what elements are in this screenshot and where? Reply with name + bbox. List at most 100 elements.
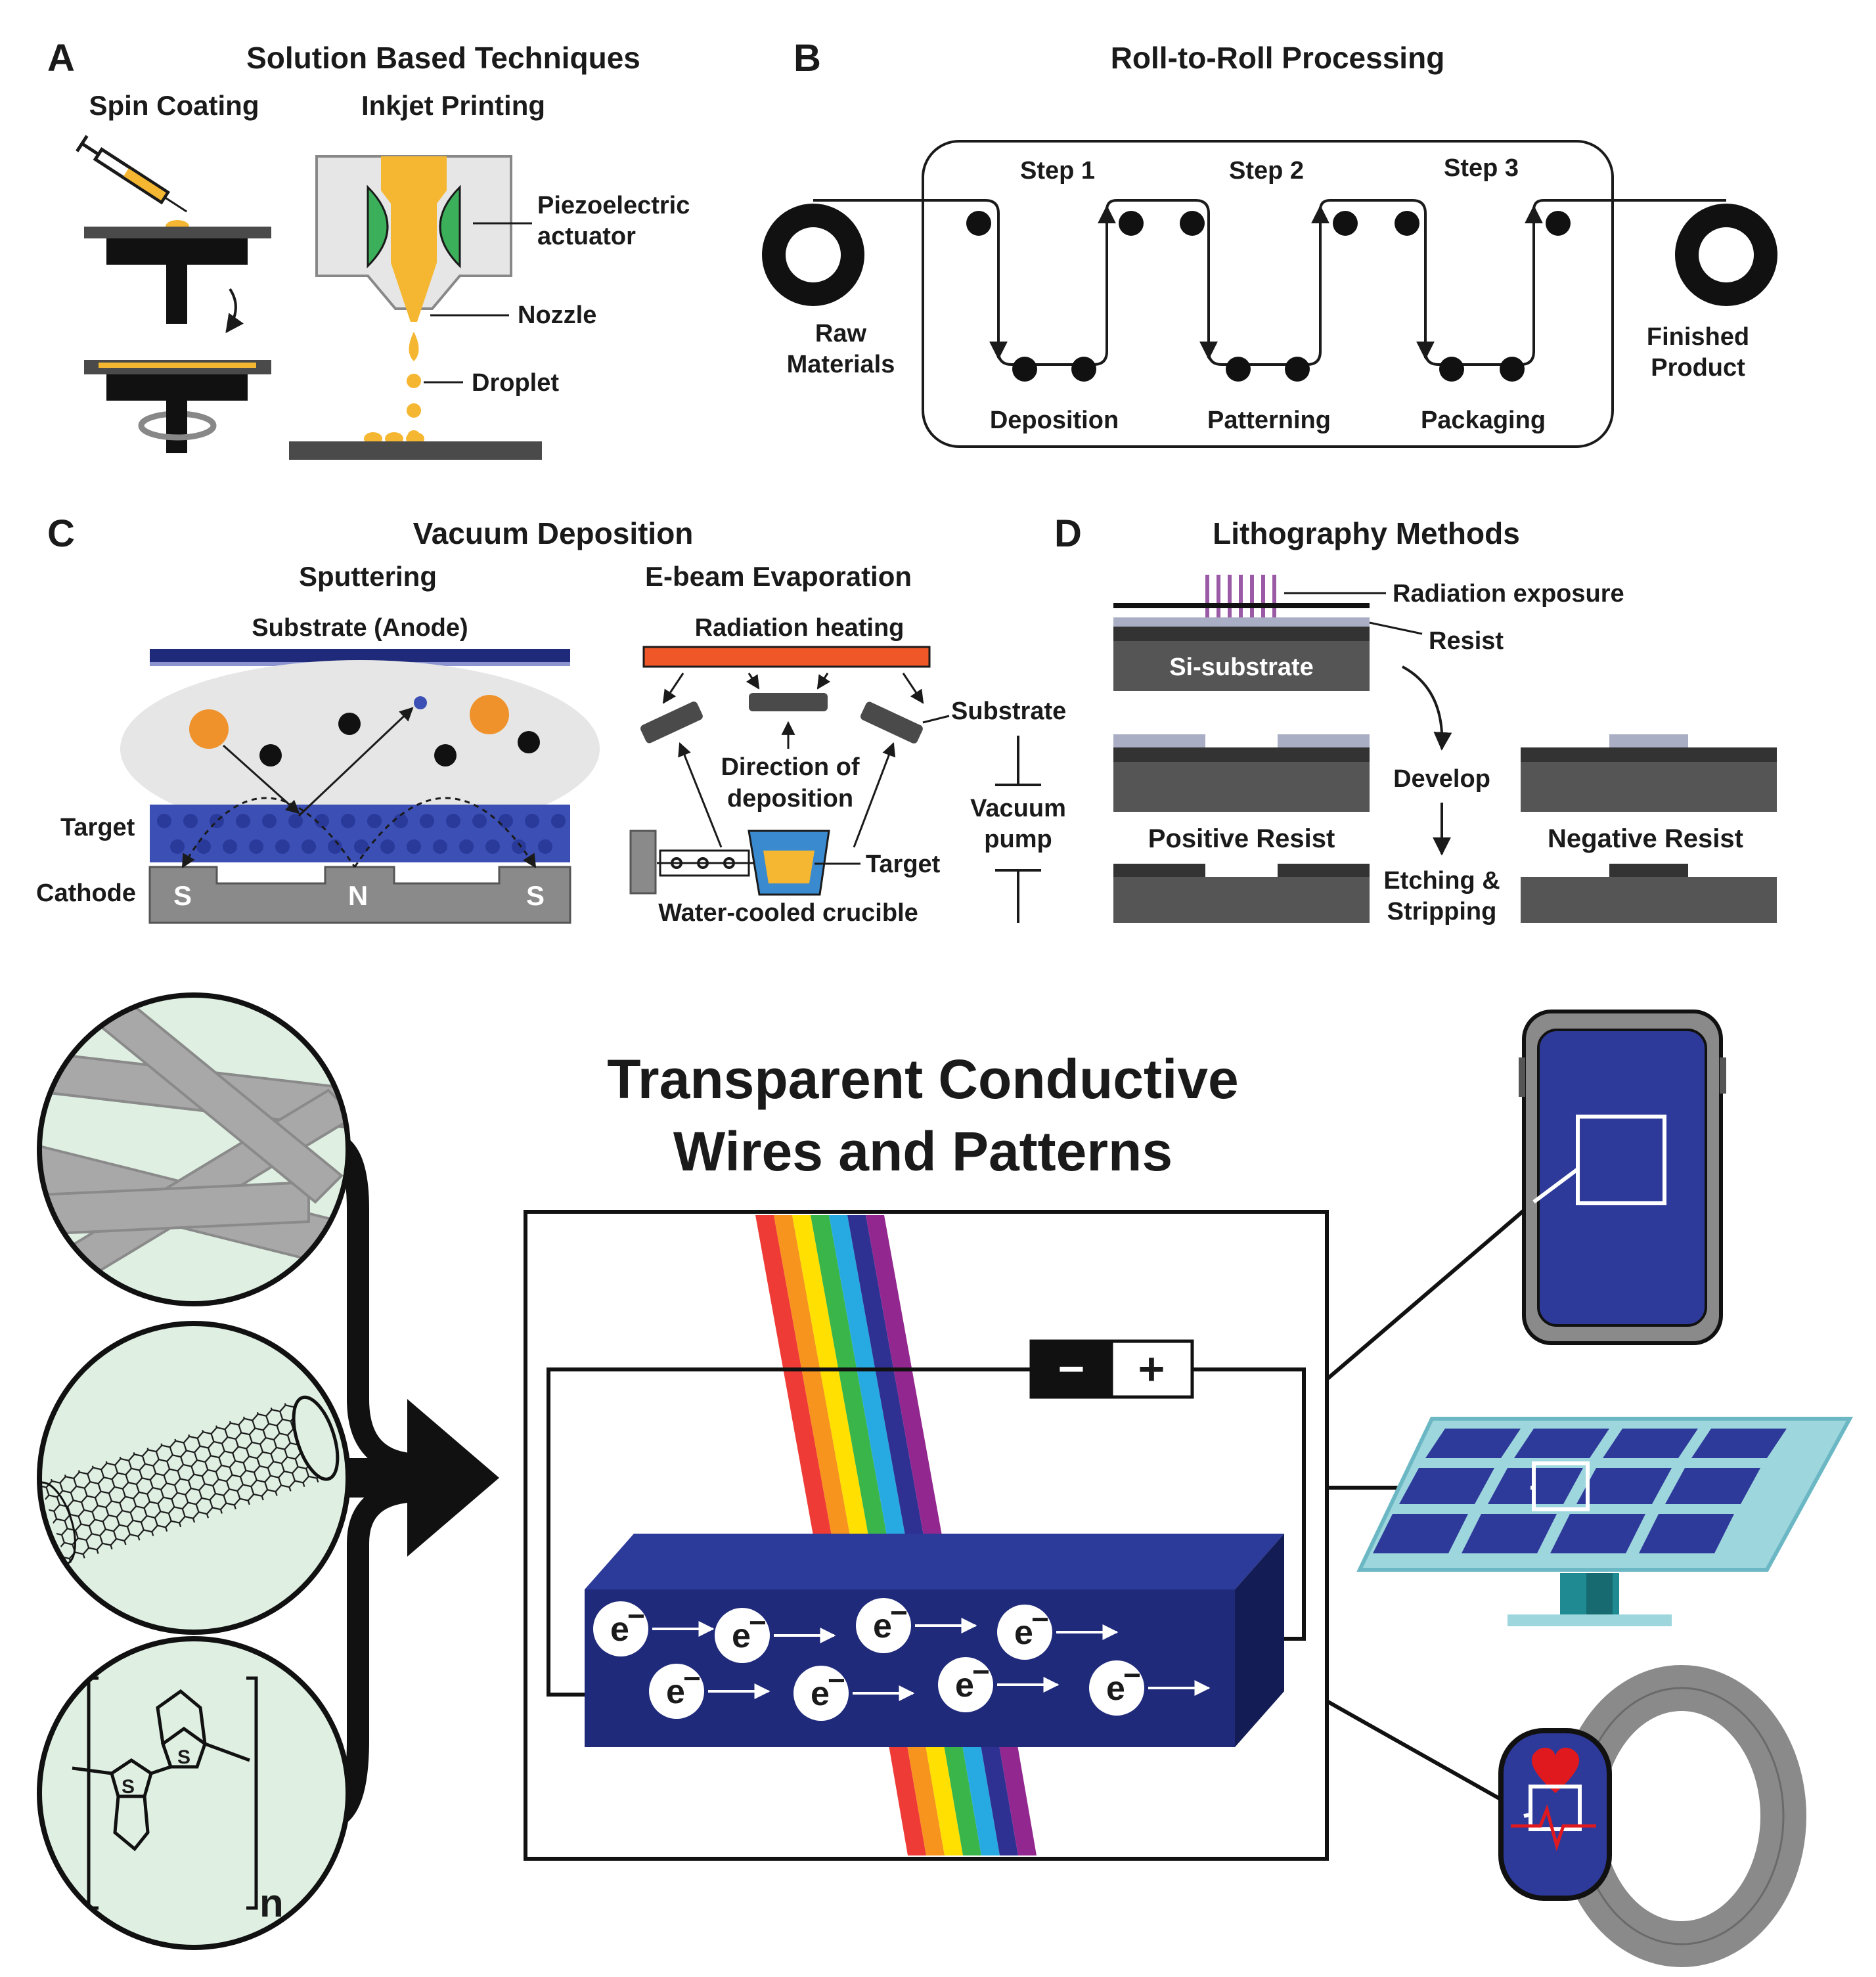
- vacuum-label-1: Vacuum: [970, 795, 1066, 822]
- si-substrate-block: [1113, 641, 1370, 691]
- target-label-2: Target: [866, 851, 941, 878]
- finished-label-2: Product: [1651, 354, 1745, 382]
- heartbeat-line: [1511, 1804, 1596, 1852]
- electron-charge: −: [972, 1655, 990, 1689]
- battery-plus: [1109, 1339, 1194, 1399]
- deposition-label: Deposition: [990, 407, 1119, 434]
- resist-label: Resist: [1429, 627, 1504, 655]
- direction-label-1: Direction of: [721, 753, 859, 781]
- web-path: [813, 199, 1726, 366]
- etching-label-1: Etching &: [1383, 867, 1500, 895]
- cathode-label: Cathode: [36, 879, 136, 907]
- raw-label-1: Raw: [815, 320, 867, 347]
- vacuum-pump-icon: [995, 736, 1041, 923]
- spin-arrow-icon: [225, 288, 244, 334]
- inkjet-printing-label: Inkjet Printing: [361, 90, 545, 121]
- process-frame: [922, 140, 1614, 448]
- electron-charge: −: [890, 1595, 908, 1630]
- step3-label: Step 3: [1444, 154, 1519, 182]
- panel-c-title: Vacuum Deposition: [413, 516, 694, 550]
- electron-label: e: [1106, 1670, 1125, 1708]
- electron-marker: e−: [649, 1661, 770, 1719]
- phone-icon: [1519, 1010, 1726, 1345]
- electron-charge: −: [1031, 1602, 1049, 1636]
- negative-etched: [1521, 864, 1777, 923]
- positive-etched: [1113, 864, 1370, 923]
- panel-d-letter: D: [1054, 512, 1082, 555]
- electron-label: e: [873, 1607, 892, 1645]
- pole-s-right: S: [526, 880, 545, 911]
- solar-cells: [1373, 1429, 1787, 1553]
- develop-label: Develop: [1393, 765, 1490, 793]
- target-atoms: [157, 814, 566, 854]
- positive-resist-label: Positive Resist: [1148, 824, 1335, 853]
- electron-circle: [793, 1666, 849, 1721]
- vacuum-label-2: pump: [984, 826, 1052, 853]
- nozzle-label: Nozzle: [518, 301, 596, 329]
- negative-developed: [1521, 734, 1777, 812]
- ebeam-label: E-beam Evaporation: [645, 561, 912, 592]
- electron-marker: e−: [938, 1655, 1060, 1712]
- subscript-n: n: [259, 1881, 284, 1925]
- nanotube-circle: [37, 1321, 351, 1635]
- spin-coater-bottom: [84, 360, 271, 453]
- electron-marker: e−: [997, 1602, 1119, 1660]
- ebeam-substrates: [640, 693, 923, 744]
- finished-label-1: Finished: [1647, 323, 1749, 351]
- electron-charge: −: [749, 1605, 767, 1639]
- spin-coater-top: [84, 220, 271, 324]
- thiophene-s-left: S: [122, 1776, 135, 1798]
- pole-s-left: S: [173, 880, 192, 911]
- big-arrow-icon: [407, 1399, 499, 1557]
- electron-label: e: [811, 1675, 830, 1713]
- panel-b-title: Roll-to-Roll Processing: [1111, 41, 1445, 75]
- panel-c: C Vacuum Deposition Sputtering E-beam Ev…: [36, 512, 1066, 927]
- radiation-lines: [1205, 575, 1276, 617]
- electron-circle: [593, 1601, 648, 1656]
- electron-charge: −: [828, 1663, 845, 1697]
- panel-a: A Solution Based Techniques Spin Coating…: [47, 37, 690, 460]
- electrons: e−e−e−e−e−e−e−e−: [593, 1595, 1211, 1721]
- panel-c-letter: C: [47, 512, 75, 555]
- anode-substrate: [150, 649, 570, 662]
- panel-b: B Roll-to-Roll Processing Step 1 Step 2 …: [762, 37, 1777, 448]
- electron-label: e: [666, 1673, 685, 1711]
- patterning-label: Patterning: [1207, 407, 1331, 434]
- resist-layer: [1113, 617, 1370, 627]
- crucible-label: Water-cooled crucible: [658, 899, 918, 927]
- electron-marker: e−: [593, 1599, 715, 1656]
- raw-roll-icon: [762, 204, 864, 306]
- electron-circle: [649, 1664, 704, 1719]
- substrate-anode-label: Substrate (Anode): [252, 614, 468, 642]
- sputter-particles: [189, 695, 540, 766]
- battery-minus-sign: −: [1058, 1343, 1085, 1394]
- electron-marker: e−: [793, 1663, 915, 1721]
- electron-label: e: [1014, 1614, 1033, 1652]
- develop-curve-arrow: [1402, 665, 1452, 751]
- positive-developed: [1113, 734, 1370, 812]
- rainbow-top: [755, 1215, 945, 1550]
- pole-n: N: [348, 880, 368, 911]
- radiation-heating-label: Radiation heating: [695, 614, 904, 642]
- thiophene-s-right: S: [177, 1746, 190, 1768]
- inkjet-head: [315, 155, 512, 322]
- main-title-line2: Wires and Patterns: [673, 1121, 1172, 1182]
- electron-circle: [938, 1657, 993, 1712]
- bottom-panel: Transparent Conductive Wires and Pattern…: [37, 992, 1854, 1967]
- electron-charge: −: [1123, 1658, 1141, 1692]
- electron-marker: e−: [1089, 1658, 1211, 1716]
- electron-charge: −: [683, 1661, 701, 1695]
- syringe-icon: [76, 135, 188, 213]
- conductor-side-face: [1235, 1534, 1284, 1747]
- panel-d-title: Lithography Methods: [1213, 516, 1520, 550]
- electron-marker: e−: [856, 1595, 977, 1653]
- print-substrate: [289, 441, 542, 460]
- etching-label-2: Stripping: [1387, 898, 1497, 925]
- panel-b-letter: B: [793, 37, 821, 79]
- step1-label: Step 1: [1020, 157, 1095, 185]
- electron-label: e: [732, 1617, 751, 1655]
- electron-circle: [856, 1598, 911, 1653]
- sputtering-label: Sputtering: [299, 561, 437, 592]
- heart-icon: [1531, 1747, 1580, 1793]
- direction-label-2: deposition: [727, 785, 853, 812]
